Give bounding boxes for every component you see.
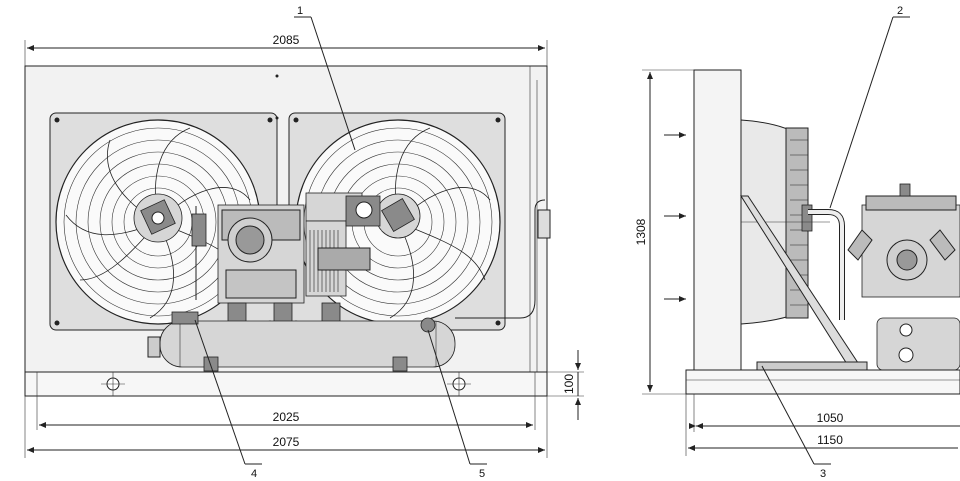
front-view: 2085 2025 2075 100 1 4 5 bbox=[24, 5, 584, 480]
callout-2: 2 bbox=[897, 5, 903, 17]
right-fan bbox=[295, 119, 501, 325]
airflow-arrows bbox=[664, 132, 686, 302]
mounting-hole-left bbox=[101, 372, 125, 396]
mounting-hole-right bbox=[447, 372, 471, 396]
condenser-coil bbox=[693, 69, 742, 371]
side-view: 1308 1050 1150 2 3 bbox=[634, 5, 960, 480]
side-receiver bbox=[876, 317, 960, 371]
front-piping bbox=[191, 199, 551, 319]
dim-side-depth-inner: 1050 bbox=[817, 411, 844, 425]
receiver-tank bbox=[147, 311, 456, 372]
callout-3: 3 bbox=[820, 468, 826, 480]
dim-base-height: 100 bbox=[562, 374, 576, 394]
electrical-box bbox=[305, 192, 381, 297]
side-compressor bbox=[847, 183, 960, 298]
dim-front-total-width: 2085 bbox=[273, 33, 300, 47]
callout-1: 1 bbox=[297, 5, 303, 17]
compressor bbox=[217, 204, 341, 326]
dim-front-frame-width: 2075 bbox=[273, 435, 300, 449]
callout-5: 5 bbox=[479, 468, 485, 480]
callout-4: 4 bbox=[251, 468, 257, 480]
dim-side-depth-outer: 1150 bbox=[817, 433, 843, 447]
side-base-frame bbox=[685, 369, 960, 395]
dim-side-height: 1308 bbox=[634, 218, 648, 245]
dim-front-base-width: 2025 bbox=[273, 410, 300, 424]
left-fan bbox=[55, 119, 261, 325]
